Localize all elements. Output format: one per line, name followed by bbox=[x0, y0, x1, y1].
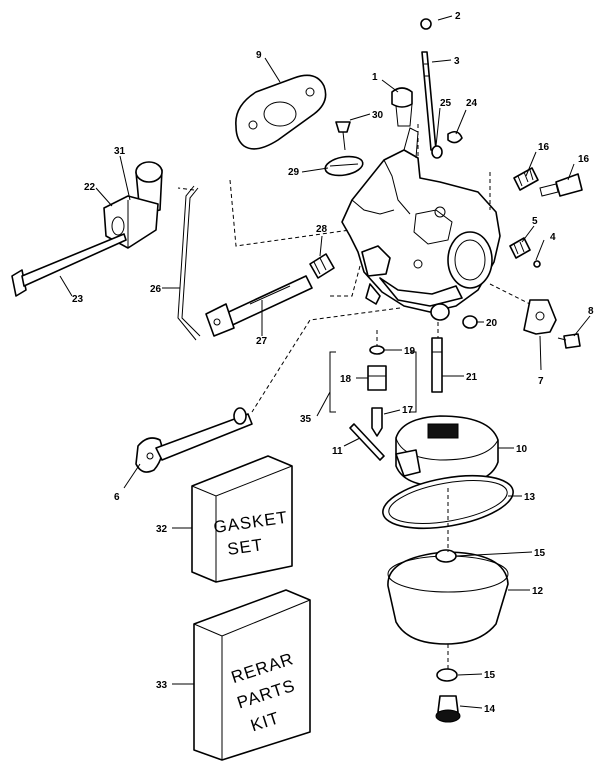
callout-21: 20 bbox=[486, 318, 498, 329]
part-6-choke-shaft bbox=[135, 407, 253, 473]
callout-7: 7 bbox=[538, 376, 544, 387]
callout-20: 19 bbox=[404, 346, 416, 357]
part-12-float-bowl bbox=[387, 549, 509, 645]
callout-11: 11 bbox=[332, 446, 343, 457]
repair-kit-box: RERAR PARTS KIT bbox=[193, 589, 311, 761]
part-7-bracket bbox=[523, 299, 557, 335]
part-28-throttle-shaft bbox=[205, 275, 313, 337]
alignment-dashed-lines bbox=[177, 124, 531, 670]
callout-26: 25 bbox=[440, 98, 452, 109]
part-8-screw bbox=[557, 333, 581, 349]
callout-15-lower: 15 bbox=[484, 670, 496, 681]
part-14-bowl-bolt bbox=[435, 695, 461, 723]
part-27-link-rod bbox=[177, 185, 201, 341]
part-25-clip bbox=[447, 130, 463, 144]
callout-13: 13 bbox=[524, 492, 536, 503]
callout-25: 24 bbox=[466, 98, 478, 109]
part-11-hinge-pin bbox=[349, 423, 385, 461]
callout-1: 1 bbox=[372, 72, 378, 83]
callout-5: 5 bbox=[532, 216, 538, 227]
part-31-screw bbox=[335, 121, 351, 151]
part-15-lower-washer bbox=[436, 668, 458, 682]
part-5-spring bbox=[509, 237, 531, 259]
callout-35: 35 bbox=[300, 414, 312, 425]
part-9-flange-gasket bbox=[235, 74, 327, 150]
callout-17: 16 bbox=[538, 142, 550, 153]
callout-28: 27 bbox=[256, 336, 268, 347]
part-20-washer bbox=[369, 345, 385, 355]
callout-19: 18 bbox=[340, 374, 352, 385]
callout-32: 31 bbox=[114, 146, 126, 157]
carburetor-body bbox=[341, 127, 501, 321]
part-35-needle-seat-group bbox=[329, 351, 417, 413]
part-26-washer bbox=[431, 145, 443, 159]
part-29-spring bbox=[309, 253, 335, 279]
part-24-bolt bbox=[11, 233, 127, 297]
part-19-seat bbox=[367, 365, 387, 391]
callout-23: 22 bbox=[84, 182, 96, 193]
part-23-bracket bbox=[103, 195, 159, 249]
callout-27: 26 bbox=[150, 284, 162, 295]
callout-15-upper: 15 bbox=[534, 548, 546, 559]
callout-29: 28 bbox=[316, 224, 328, 235]
callout-8: 8 bbox=[588, 306, 594, 317]
callout-34: 33 bbox=[156, 680, 168, 691]
gasket-box-line2: SET bbox=[226, 535, 264, 559]
callout-6: 6 bbox=[114, 492, 120, 503]
part-16-needle-screw bbox=[539, 173, 583, 197]
part-3-rod bbox=[421, 51, 437, 151]
callout-3: 3 bbox=[454, 56, 460, 67]
callout-14: 14 bbox=[484, 704, 496, 715]
part-17-spring bbox=[513, 167, 539, 191]
part-1-cap bbox=[391, 87, 413, 127]
leader-lines bbox=[59, 15, 591, 709]
callout-22: 21 bbox=[466, 372, 478, 383]
part-10-float bbox=[395, 415, 499, 487]
callout-12: 12 bbox=[532, 586, 544, 597]
gasket-set-box: GASKET SET bbox=[191, 455, 293, 583]
callout-30: 29 bbox=[288, 167, 300, 178]
callout-18: 17 bbox=[402, 405, 414, 416]
callout-16: 16 bbox=[578, 154, 590, 165]
callout-labels: 2 3 1 9 30 25 24 29 16 16 5 4 8 7 20 31 … bbox=[72, 11, 594, 715]
callout-9: 9 bbox=[256, 50, 262, 61]
callout-4: 4 bbox=[550, 232, 556, 243]
callout-10: 10 bbox=[516, 444, 528, 455]
part-21-screw bbox=[462, 315, 478, 329]
callout-31: 30 bbox=[372, 110, 384, 121]
callout-2: 2 bbox=[455, 11, 461, 22]
part-18-needle bbox=[371, 407, 383, 437]
part-4-ball bbox=[533, 260, 541, 268]
part-2-plug bbox=[420, 18, 432, 30]
callout-33: 32 bbox=[156, 524, 168, 535]
callout-24: 23 bbox=[72, 294, 84, 305]
part-22-float-pin bbox=[431, 337, 443, 393]
part-30-throttle-plate bbox=[324, 155, 364, 177]
